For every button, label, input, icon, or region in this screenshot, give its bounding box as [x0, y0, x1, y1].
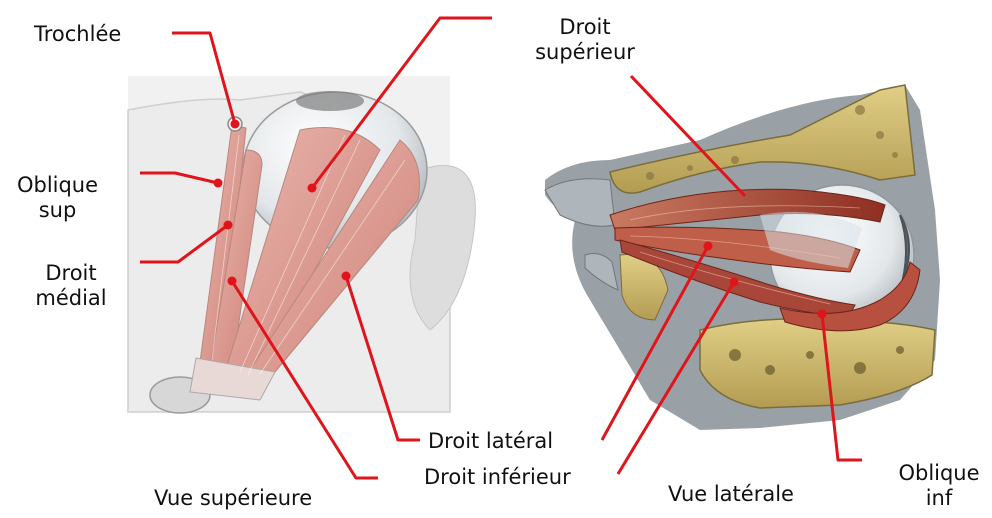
label-oblique-inf-line2: inf: [888, 486, 990, 511]
label-droit-medial-line1: Droit: [26, 261, 116, 286]
label-droit-superieur-line1: Droit: [520, 15, 650, 40]
lateral-view-illustration: [545, 85, 940, 430]
label-oblique-sup-line2: sup: [10, 198, 105, 223]
label-oblique-sup: Oblique sup: [10, 173, 105, 223]
label-oblique-inf: Oblique inf: [888, 461, 990, 511]
label-droit-medial: Droit médial: [26, 261, 116, 311]
label-vue-superieure: Vue supérieure: [154, 486, 312, 511]
superior-view-illustration: [128, 76, 475, 413]
label-droit-inferieur: Droit inférieur: [424, 465, 571, 490]
label-oblique-inf-line1: Oblique: [888, 461, 990, 486]
label-droit-superieur: Droit supérieur: [520, 15, 650, 65]
label-droit-medial-line2: médial: [26, 286, 116, 311]
label-vue-laterale: Vue latérale: [668, 482, 794, 507]
cornea: [296, 91, 364, 111]
label-oblique-sup-line1: Oblique: [10, 173, 105, 198]
label-droit-superieur-line2: supérieur: [520, 40, 650, 65]
label-trochlee: Trochlée: [34, 22, 121, 47]
nasal-cavity: [545, 179, 615, 227]
label-droit-lateral: Droit latéral: [428, 429, 553, 454]
